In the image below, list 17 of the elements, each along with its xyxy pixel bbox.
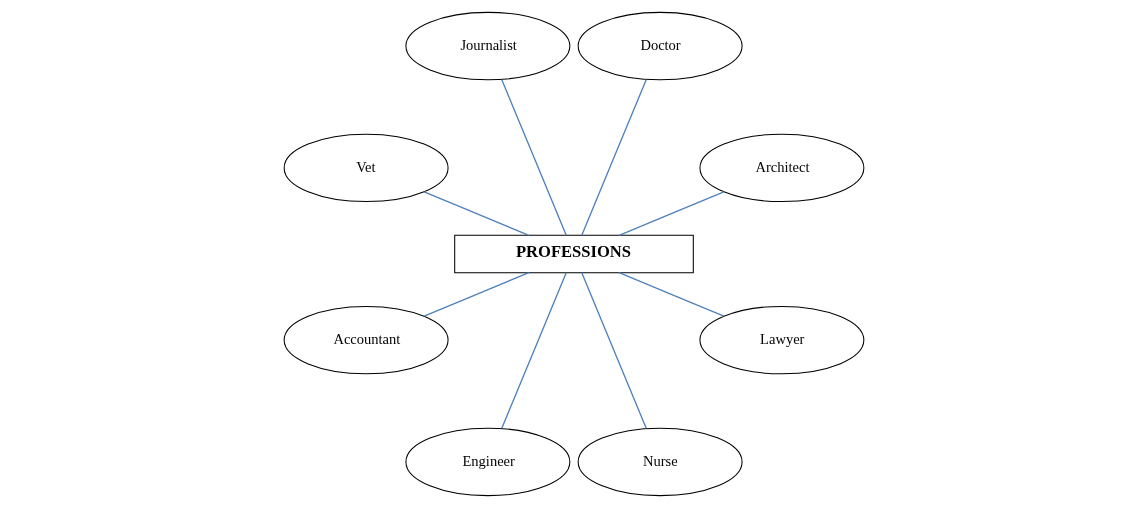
node-ellipse: Accountant [283,305,449,375]
connector [500,78,567,236]
connector [423,191,530,236]
connector [500,272,567,430]
connector [423,272,530,317]
node-ellipse: Vet [283,133,449,203]
connector [580,272,647,430]
node-ellipse: Engineer [404,427,570,497]
connector [580,78,647,236]
node-ellipse: Architect [698,133,864,203]
node-box: PROFESSIONS [453,234,694,274]
node-ellipse: Nurse [577,427,743,497]
node-ellipse: Lawyer [698,305,864,375]
connector [617,272,724,317]
node-ellipse: Journalist [404,11,570,81]
connector [617,191,724,236]
node-ellipse: Doctor [577,11,743,81]
